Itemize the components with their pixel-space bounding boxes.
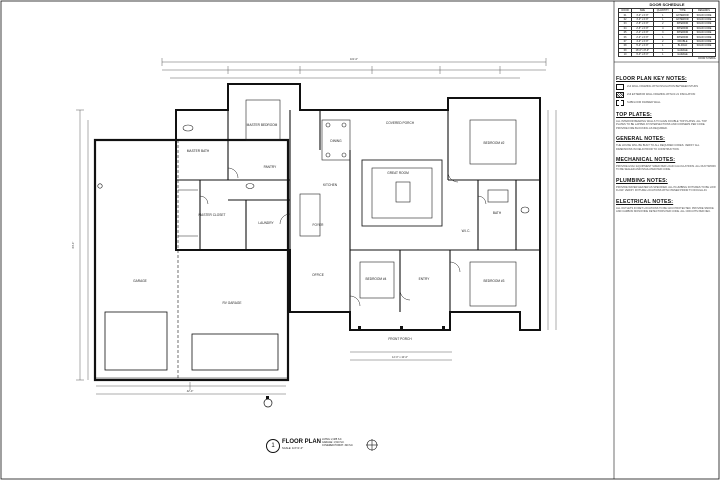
entry-label: ENTRY [419,277,431,281]
door-swings [199,167,487,307]
dimension-strings [76,58,557,395]
plumbing-notes-body: PROVIDE WATER HEATER AS SPECIFIED. ALL P… [616,185,716,193]
door-schedule-title: DOOR SCHEDULE [649,2,685,7]
bath-2-label: BATH [493,211,502,215]
front-porch-label: FRONT PORCH [388,337,412,341]
drawing-title-block: 1 FLOOR PLAN SCALE: 1/4"=1'-0" LIVING: 2… [262,437,392,455]
master-closet-label: MASTER CLOSET [199,213,226,217]
covered-porch-label: COVERED PORCH [386,121,415,125]
door-schedule-cell: 1 [652,51,674,58]
pantry-label: PANTRY [264,165,278,169]
dining-label: DINING [330,139,342,143]
mechanical-notes-body: PROVIDE HVAC EQUIPMENT SIZED PER LOAD CA… [616,165,716,172]
key-note-item: 2x6 EXTERIOR WALL FRAMING WITH R-21 INSU… [616,92,716,98]
garage-1-label: GARAGE [133,279,147,283]
door-schedule-header-row: DOOR SIZE QUANTITY TYPE REMARKS [617,7,717,14]
top-plates-title: TOP PLATES: [616,112,652,118]
drawing-scale: SCALE: 1/4"=1'-0" [282,447,304,450]
kitchen-label: KITCHEN [323,183,338,187]
door-schedule-subtitle: DOOR SYMBOL [698,57,716,61]
bedroom-2-label: BEDROOM #2 [484,141,505,145]
garage-block [93,138,290,382]
interior-walls [176,110,540,330]
mechanical-notes-title: MECHANICAL NOTES: [616,157,676,164]
door-schedule-cell [691,51,717,58]
porch-dim: 12'-0" x 10'-0" [392,355,408,359]
electrical-notes-body: ALL OUTLETS IN WET LOCATIONS TO BE GFCI … [616,206,714,214]
door-schedule-cell: GARAGE [672,51,693,58]
fixtures [178,99,530,307]
drawing-number: 1 [266,439,280,453]
door-schedule-cell: 9'-0" x 8'-0" [631,51,654,58]
wic-label: W.I.C. [462,229,471,233]
wall-2x4-swatch [616,84,624,90]
laundry-label: LAUNDRY [258,221,274,225]
office-label: OFFICE [312,273,324,277]
notes-column: FLOOR PLAN KEY NOTES: 2x4 WALL FRAMING W… [616,70,716,213]
door-schedule: DOOR SCHEDULE DOOR SIZE QUANTITY TYPE RE… [617,2,717,61]
drawing-name: FLOOR PLAN [282,439,321,445]
electrical-notes-title: ELECTRICAL NOTES: [616,198,674,205]
garage-width-dim: 42'-0" [187,389,194,393]
porch-posts [266,326,445,399]
master-bedroom-label: MASTER BEDROOM [247,123,278,127]
overall-depth-dim: 64'-0" [71,242,75,249]
area-summary: LIVING: 2,485 S.F. GARAGE: 1,510 S.F. CO… [322,438,353,447]
plumbing-notes-title: PLUMBING NOTES: [616,177,668,184]
area-living: LIVING: 2,485 S.F. [322,438,342,441]
master-bath-label: MASTER BATH [187,149,210,153]
general-notes-title: GENERAL NOTES: [616,136,666,143]
garage-2-label: RV GARAGE [223,301,242,305]
house-walls [175,83,541,331]
top-plates-body: ALL INTERIOR BEARING WALLS TO HAVE DOUBL… [616,120,707,130]
general-notes-body: THE HOUSE WILL BE BUILT TO ALL REQUIRED … [616,144,700,151]
subfloor-swatch [616,100,624,106]
key-note-item: 2x4 WALL FRAMING WITH INSULATION BETWEEN… [616,84,716,90]
great-room-label: GREAT ROOM [387,171,409,175]
door-schedule-cell: 10 [617,51,633,58]
area-porch: COVERED PORCH: 320 S.F. [322,444,354,447]
overall-width-dim: 101'-0" [350,57,358,61]
wall-2x6-swatch [616,92,624,98]
foyer-label: FOYER [313,223,325,227]
bedroom-4-label: BEDROOM #4 [366,277,387,281]
bedroom-3-label: BEDROOM #3 [484,279,505,283]
section-marker [263,398,273,408]
key-note-item: SUBFLOOR FRAMED WALL [616,100,716,106]
north-arrow-icon [366,439,378,451]
key-notes-title: FLOOR PLAN KEY NOTES: [616,76,687,82]
area-garage: GARAGE: 1,510 S.F. [322,441,345,444]
